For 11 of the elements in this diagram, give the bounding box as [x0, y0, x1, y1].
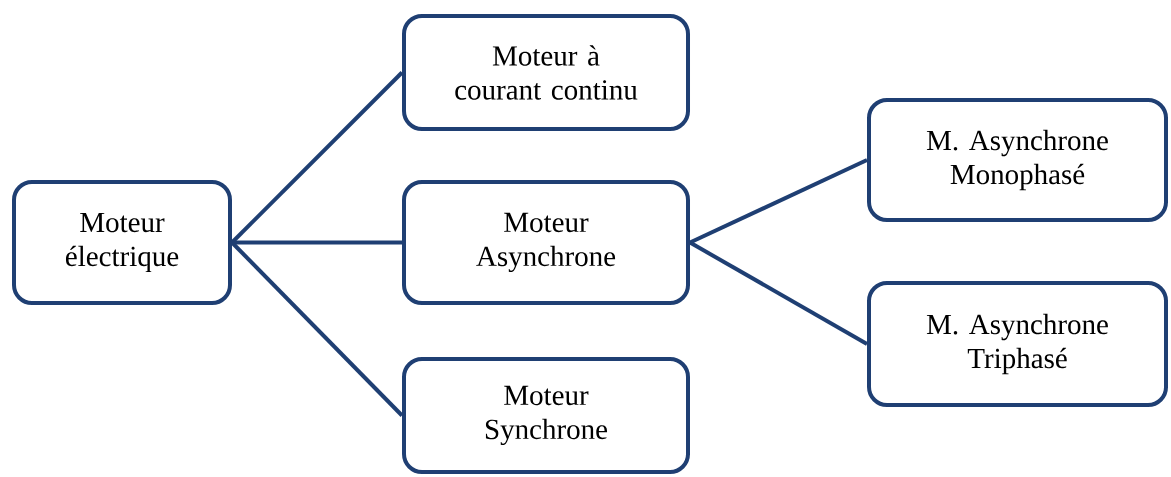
process-box: Moteur électrique	[12, 180, 232, 305]
process-box: Moteur Synchrone	[402, 357, 690, 474]
process-box: M. Asynchrone Triphasé	[867, 281, 1168, 407]
process-box: M. Asynchrone Monophasé	[867, 98, 1168, 222]
process-box: Moteur à courant continu	[402, 14, 690, 131]
connector-line	[232, 240, 402, 245]
connector-line	[230, 71, 404, 244]
connector-line	[689, 158, 868, 245]
connector-line	[689, 240, 868, 346]
connector-line	[230, 241, 404, 417]
process-box: Moteur Asynchrone	[402, 180, 690, 305]
